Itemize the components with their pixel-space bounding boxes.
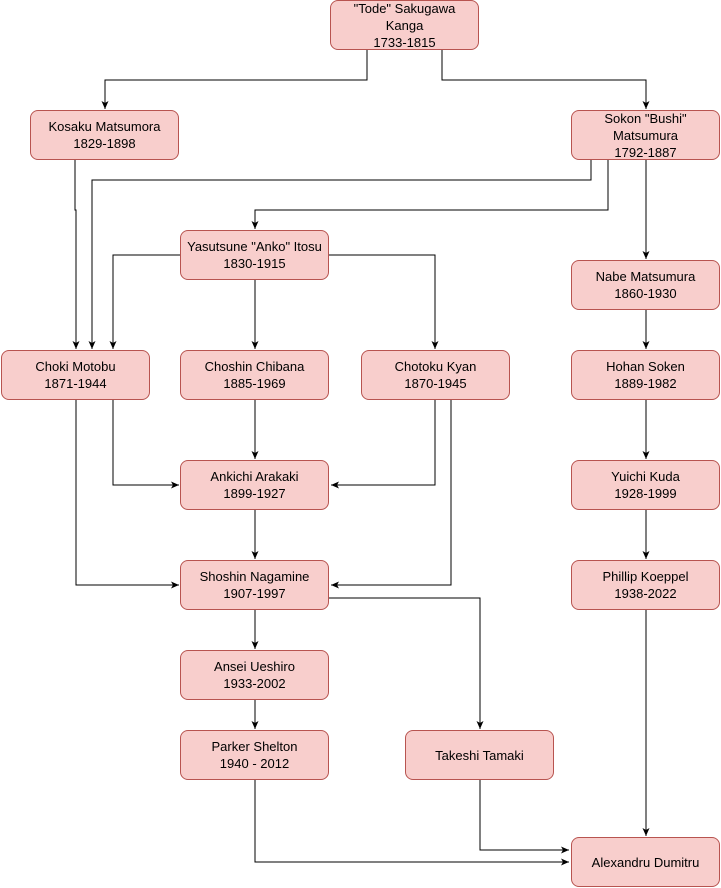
node-dates: 1889-1982 bbox=[614, 376, 677, 391]
edge-motobu-to-nagamine bbox=[75, 400, 179, 589]
edge-itosu-to-motobu bbox=[109, 254, 180, 349]
node-dates: 1940 - 2012 bbox=[219, 756, 290, 771]
edge-nagamine-to-tamaki bbox=[329, 597, 484, 729]
node-yuichi-kuda[interactable]: Yuichi Kuda 1928-1999 bbox=[571, 460, 720, 510]
node-shoshin-nagamine[interactable]: Shoshin Nagamine 1907-1997 bbox=[180, 560, 329, 610]
node-dates: 1885-1969 bbox=[223, 376, 286, 391]
edge-kyan-to-nagamine bbox=[331, 400, 452, 589]
node-label-line: Hohan Soken bbox=[606, 359, 685, 374]
node-dates: 1830-1915 bbox=[223, 256, 286, 271]
node-label-line: Phillip Koeppel bbox=[602, 569, 689, 584]
node-label-line: Sokon "Bushi" bbox=[604, 110, 687, 126]
node-dates: 1899-1927 bbox=[223, 486, 286, 501]
node-dates: 1870-1945 bbox=[404, 376, 467, 391]
edge-sokon-to-itosu bbox=[251, 160, 609, 229]
node-label-line: Ansei Ueshiro bbox=[214, 659, 295, 674]
node-label-line: Kosaku Matsumora bbox=[48, 119, 161, 134]
edge-motobu-to-arakaki bbox=[112, 400, 179, 489]
edge-kosaku-to-motobu bbox=[72, 160, 80, 349]
edge-sokon-to-motobu bbox=[88, 160, 592, 349]
node-label-line: Parker Shelton bbox=[211, 739, 298, 754]
node-tode-sakugawa-kanga[interactable]: "Tode" Sakugawa Kanga 1733-1815 bbox=[330, 0, 479, 50]
node-parker-shelton[interactable]: Parker Shelton 1940 - 2012 bbox=[180, 730, 329, 780]
node-choki-motobu[interactable]: Choki Motobu 1871-1944 bbox=[1, 350, 150, 400]
node-dates: 1938-2022 bbox=[614, 586, 677, 601]
edge-itosu-to-kyan bbox=[329, 254, 439, 349]
edge-shelton-to-dumitru bbox=[254, 780, 569, 866]
node-nabe-matsumura[interactable]: Nabe Matsumura 1860-1930 bbox=[571, 260, 720, 310]
node-hohan-soken[interactable]: Hohan Soken 1889-1982 bbox=[571, 350, 720, 400]
node-dates: 1860-1930 bbox=[614, 286, 677, 301]
node-label-line: Choki Motobu bbox=[35, 359, 116, 374]
node-dates: 1907-1997 bbox=[223, 586, 286, 601]
node-dates: 1933-2002 bbox=[223, 676, 286, 691]
node-dates: 1792-1887 bbox=[614, 144, 677, 160]
node-dates: 1928-1999 bbox=[614, 486, 677, 501]
node-label-line: Kanga bbox=[385, 17, 424, 33]
node-chotoku-kyan[interactable]: Chotoku Kyan 1870-1945 bbox=[361, 350, 510, 400]
node-dates: 1829-1898 bbox=[73, 136, 136, 151]
node-kosaku-matsumora[interactable]: Kosaku Matsumora 1829-1898 bbox=[30, 110, 179, 160]
node-ankichi-arakaki[interactable]: Ankichi Arakaki 1899-1927 bbox=[180, 460, 329, 510]
edge-kanga-to-sokon bbox=[441, 50, 650, 109]
node-takeshi-tamaki[interactable]: Takeshi Tamaki bbox=[405, 730, 554, 780]
node-label-line: Takeshi Tamaki bbox=[435, 747, 524, 763]
edge-kyan-to-arakaki bbox=[331, 400, 436, 489]
node-label-line: Matsumura bbox=[612, 127, 679, 143]
node-label-line: Ankichi Arakaki bbox=[210, 469, 299, 484]
node-dates: 1871-1944 bbox=[44, 376, 107, 391]
edge-tamaki-to-dumitru bbox=[479, 780, 569, 854]
node-label-line: Yuichi Kuda bbox=[611, 469, 680, 484]
node-label-line: Choshin Chibana bbox=[204, 359, 305, 374]
node-dates: 1733-1815 bbox=[373, 34, 436, 50]
node-label-line: Shoshin Nagamine bbox=[199, 569, 310, 584]
node-choshin-chibana[interactable]: Choshin Chibana 1885-1969 bbox=[180, 350, 329, 400]
node-phillip-koeppel[interactable]: Phillip Koeppel 1938-2022 bbox=[571, 560, 720, 610]
node-label-line: Chotoku Kyan bbox=[394, 359, 477, 374]
node-alexandru-dumitru[interactable]: Alexandru Dumitru bbox=[571, 837, 720, 887]
node-ansei-ueshiro[interactable]: Ansei Ueshiro 1933-2002 bbox=[180, 650, 329, 700]
node-yasutsune-anko-itosu[interactable]: Yasutsune "Anko" Itosu 1830-1915 bbox=[180, 230, 329, 280]
edge-kanga-to-kosaku bbox=[101, 50, 368, 109]
node-label-line: Alexandru Dumitru bbox=[591, 854, 700, 870]
node-label-line: Nabe Matsumura bbox=[595, 269, 696, 284]
node-label-line: Yasutsune "Anko" Itosu bbox=[187, 239, 322, 254]
node-label-line: "Tode" Sakugawa bbox=[353, 0, 456, 16]
node-sokon-bushi-matsumura[interactable]: Sokon "Bushi" Matsumura 1792-1887 bbox=[571, 110, 720, 160]
